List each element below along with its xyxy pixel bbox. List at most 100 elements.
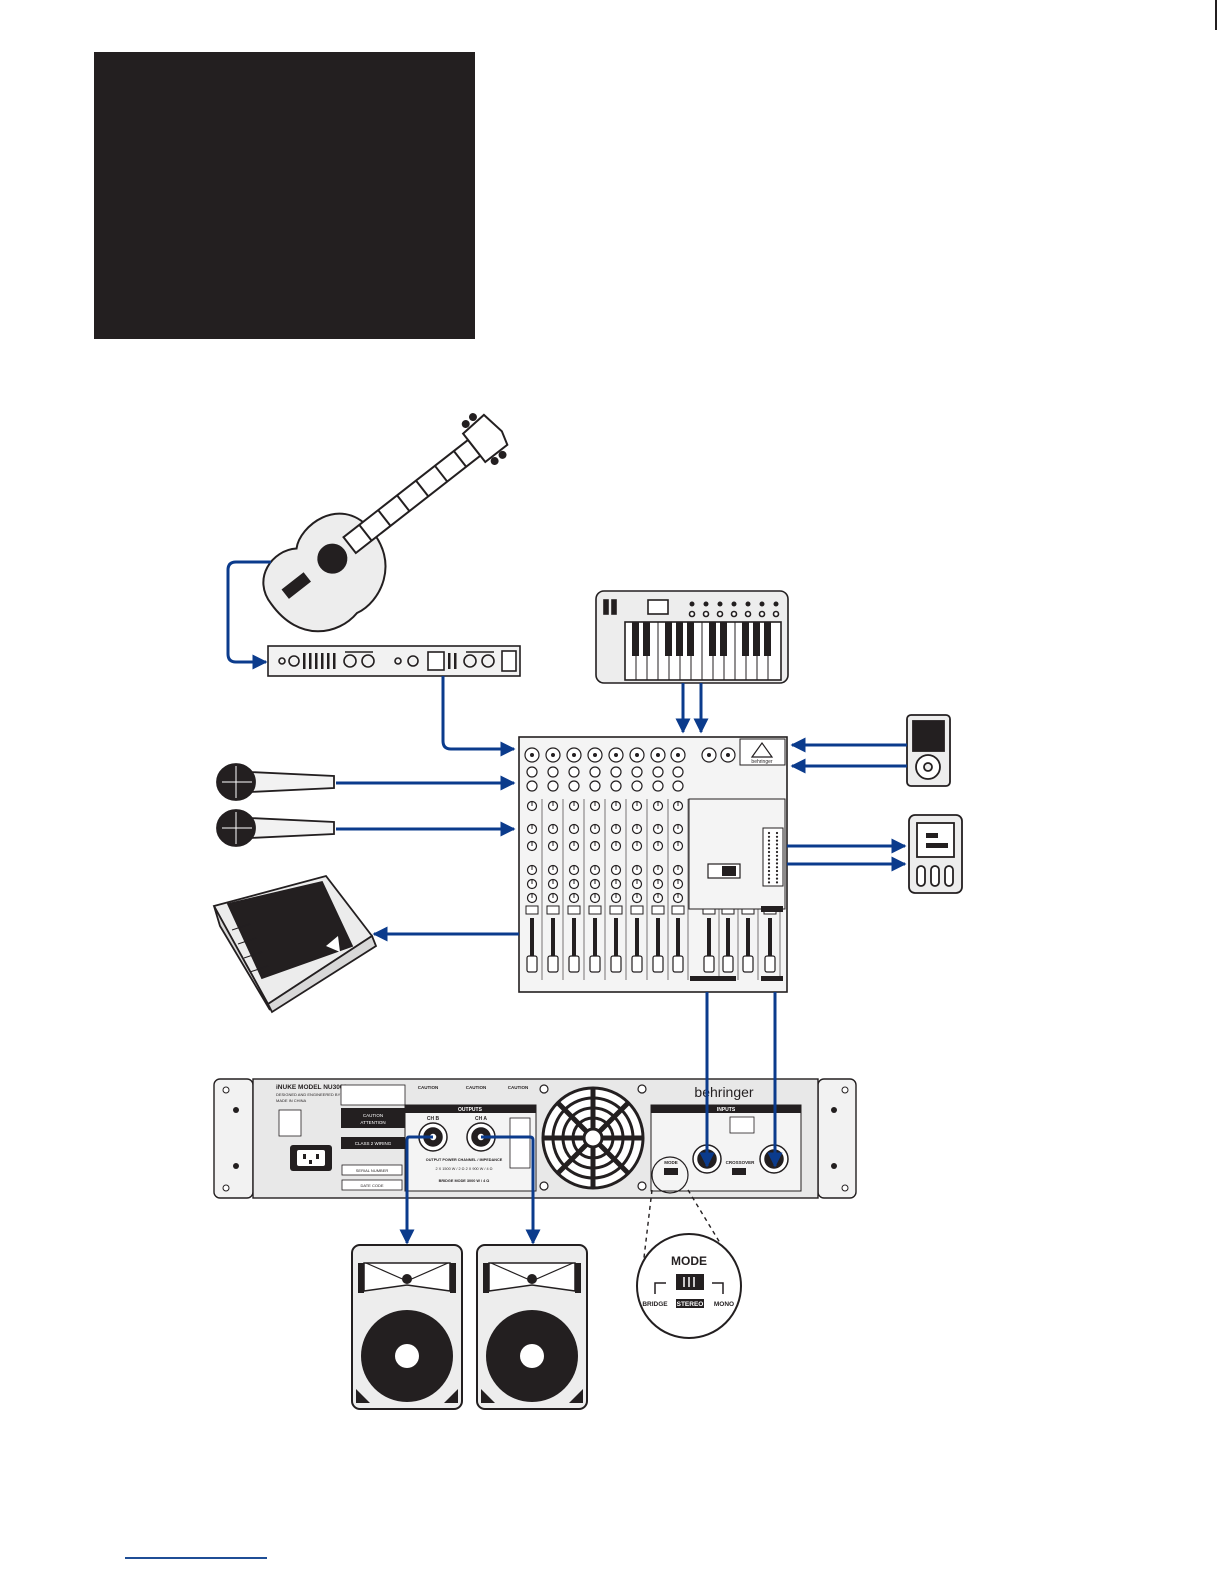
amp-model-label: iNUKE MODEL NU3000 xyxy=(276,1084,347,1091)
mixer-fader-slot xyxy=(726,918,730,966)
mode-mono-label: MONO xyxy=(714,1301,734,1308)
amp-class2-label: CLASS 2 WIRING xyxy=(355,1141,392,1146)
keyboard-icon xyxy=(595,590,789,684)
amp-inputs-label: INPUTS xyxy=(717,1107,736,1113)
mixer-jack-input xyxy=(568,766,580,778)
amp-date-code-label: DATE CODE xyxy=(360,1183,383,1188)
mixer-fader-slot xyxy=(676,918,680,966)
mixer-xlr-pin xyxy=(614,753,618,757)
mixer-fader-cap xyxy=(722,955,734,973)
mixer-channel-button xyxy=(588,905,602,915)
mixer-channel-button xyxy=(651,905,665,915)
mixer-meter-led xyxy=(775,850,779,854)
amp-caution-label: CAUTION xyxy=(363,1113,383,1118)
mixer-fader-cap xyxy=(703,955,715,973)
mixer-fader-slot xyxy=(551,918,555,966)
mixer-channel-button xyxy=(525,905,539,915)
mixer-meter-led xyxy=(775,873,779,876)
mixer-jack-input xyxy=(631,766,643,778)
mixer-fader-cap xyxy=(568,955,580,973)
fan-icon xyxy=(538,1082,645,1192)
amp-mode-label: MODE xyxy=(664,1160,678,1165)
mixer-fader-cap xyxy=(547,955,559,973)
mixer-meter-led xyxy=(775,843,779,846)
media-player-icon xyxy=(906,714,951,787)
mode-bridge-label: BRIDGE xyxy=(642,1301,668,1308)
mixer-xlr-pin xyxy=(635,753,639,757)
amp-output-power-label: OUTPUT POWER CHANNEL / IMPEDANCE xyxy=(426,1158,503,1162)
mixer-fader-slot xyxy=(635,918,639,966)
mixer-jack-input xyxy=(589,766,601,778)
mixer-meter-led xyxy=(775,858,779,861)
mixer-meter-led xyxy=(775,847,779,850)
title-panel xyxy=(94,52,475,339)
amp-power-values: 2 X 1500 W / 2 Ω 2 X 900 W / 4 Ω xyxy=(436,1167,493,1171)
mixer-xlr-pin xyxy=(656,753,660,757)
amp-serial-label: SERIAL NUMBER xyxy=(356,1168,389,1173)
mixer-meter-led xyxy=(767,869,771,873)
mixer-jack-input xyxy=(526,766,538,778)
mixer-fader-cap xyxy=(631,955,643,973)
mixer-meter-led xyxy=(767,881,771,884)
mixer-meter-led xyxy=(775,854,779,857)
mixer-meter-led xyxy=(775,881,779,884)
mixer-fader-cap xyxy=(610,955,622,973)
mixer-fader-cap xyxy=(672,955,684,973)
mixer-fader-slot xyxy=(746,918,750,966)
mixer-jack-input xyxy=(672,780,684,792)
mixer-xlr-pin xyxy=(530,753,534,757)
mixer-xlr-pin xyxy=(726,753,730,757)
mixer-meter-led xyxy=(767,850,771,854)
cable-processor-to-mixer xyxy=(441,676,516,757)
mixer-xlr-pin xyxy=(572,753,576,757)
mixer-fader-cap xyxy=(764,955,776,973)
mixer-jack-input xyxy=(526,780,538,792)
cable-amp-to-speaker-left xyxy=(399,1135,433,1245)
mixer-channel-button xyxy=(630,905,644,915)
acoustic-guitar-icon xyxy=(262,413,509,633)
amp-design-note: DESIGNED AND ENGINEERED BY BEHRINGER GER… xyxy=(276,1092,387,1097)
mixer-channel-button xyxy=(567,905,581,915)
mixer-fader-cap xyxy=(589,955,601,973)
mixer-jack-input xyxy=(672,766,684,778)
mixer-meter-led xyxy=(775,835,779,838)
mixer-fader-slot xyxy=(614,918,618,966)
cable-amp-to-speaker-right xyxy=(481,1135,541,1245)
mixer-meter-led xyxy=(775,831,779,835)
amp-outputs-label: OUTPUTS xyxy=(458,1107,483,1113)
mode-callout-title: MODE xyxy=(671,1254,707,1268)
mixer-jack-input xyxy=(631,780,643,792)
signal-cables xyxy=(226,560,907,1245)
mixer-meter-led xyxy=(767,866,771,869)
mixer-fader-slot xyxy=(707,918,711,966)
amp-ch-a-label: CH A xyxy=(475,1116,487,1122)
mode-switch-callout: MODE BRIDGE STEREO MONO xyxy=(636,1233,742,1339)
mixer-brand-label: behringer xyxy=(751,759,772,765)
mixer-jack-input xyxy=(547,780,559,792)
amp-ch-b-label: CH B xyxy=(427,1116,440,1122)
mixer-meter-led xyxy=(775,839,779,842)
mixer-fader-cap xyxy=(742,955,754,973)
mixer-fader-slot xyxy=(593,918,597,966)
amp-attention-label: ATTENTION xyxy=(360,1120,385,1125)
mixer-level-meter xyxy=(767,831,779,884)
cable-guitar-to-processor xyxy=(226,560,271,670)
mixer-meter-led xyxy=(767,862,771,865)
amp-origin-label: MADE IN CHINA xyxy=(276,1098,307,1103)
mixer-xlr-pin xyxy=(707,753,711,757)
amp-caution-text-3: CAUTION xyxy=(508,1085,529,1090)
floor-monitor-icon xyxy=(212,874,378,1014)
mixer-channel-button xyxy=(546,905,560,915)
mixer-console: behringer xyxy=(518,736,788,993)
amp-bridge-mode-label: BRIDGE MODE 3000 W / 4 Ω xyxy=(439,1179,490,1183)
mixer-jack-input xyxy=(610,766,622,778)
mixer-fader-slot xyxy=(530,918,534,966)
footer-rule xyxy=(125,1557,267,1559)
mixer-fader-slot xyxy=(768,918,772,966)
mixer-meter-led xyxy=(775,862,779,865)
mixer-meter-led xyxy=(767,843,771,846)
amp-crossover-label: CROSSOVER xyxy=(726,1160,756,1165)
mixer-meter-led xyxy=(775,866,779,869)
